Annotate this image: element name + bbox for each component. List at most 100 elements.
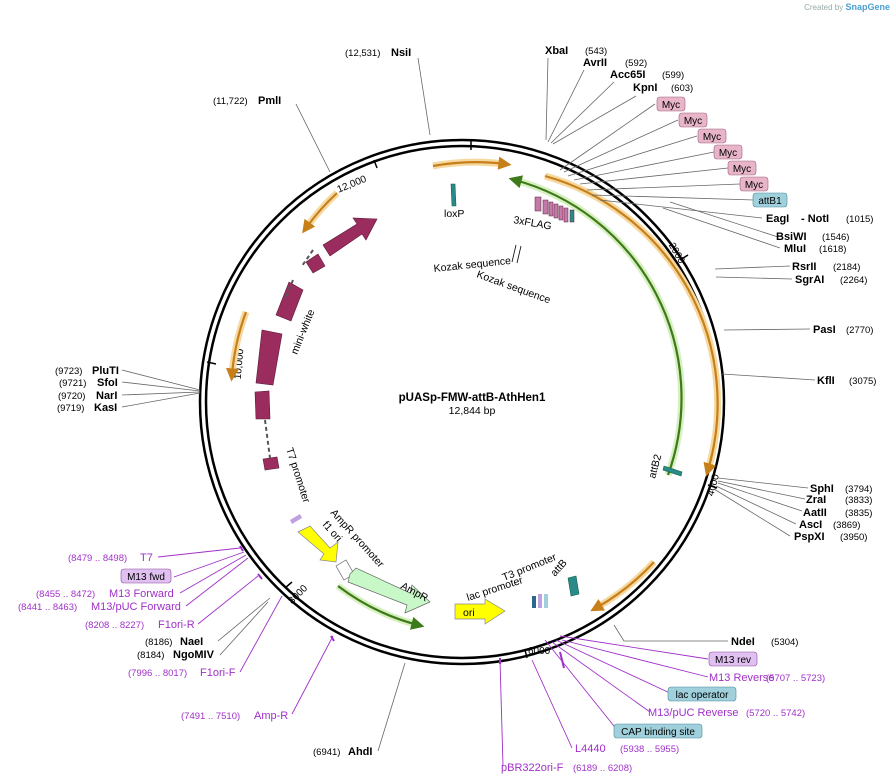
primer-m13-forward-pos: (8455 .. 8472) <box>36 589 95 600</box>
enzyme-ndei-pos: (5304) <box>771 637 798 648</box>
primer-m13-forward: M13 Forward <box>109 588 174 600</box>
ampr-arrow <box>347 567 431 614</box>
enzyme-bsiwi: BsiWI <box>776 231 807 243</box>
arc-top <box>432 156 512 170</box>
enzyme-aatii-pos: (3835) <box>845 508 872 519</box>
enzyme-sfoi: SfoI <box>97 377 118 389</box>
enzyme-kpni-pos: (603) <box>671 83 693 94</box>
tag-m13-rev: M13 rev <box>715 655 751 666</box>
enzyme-nsii-pos: (12,531) <box>345 48 380 59</box>
tag-myc-2: Myc <box>684 116 702 127</box>
enzyme-nari-pos: (9720) <box>58 391 85 402</box>
enzyme-pmli-pos: (11,722) <box>213 96 248 107</box>
credit-brand: SnapGene <box>845 2 890 12</box>
arc-left2 <box>225 311 248 382</box>
enzyme-kfli: KflI <box>817 375 835 387</box>
enzyme-xbai-pos: (543) <box>585 46 607 57</box>
tag-myc-4: Myc <box>719 148 737 159</box>
enzyme-noti: - NotI <box>801 213 829 225</box>
enzyme-pasi: PasI <box>813 324 836 336</box>
flag-features <box>534 196 575 223</box>
mini-white-arrow <box>322 217 378 257</box>
enzyme-xbai: XbaI <box>545 45 568 57</box>
arc-right <box>544 174 719 477</box>
arc-bottom-glow <box>594 559 657 612</box>
enzyme-pluti-pos: (9723) <box>55 366 82 377</box>
enzyme-acc65i: Acc65I <box>610 69 645 81</box>
arc-bottom <box>590 561 655 612</box>
credit-prefix: Created by <box>804 3 844 12</box>
tag-boxes: Myc Myc Myc Myc Myc Myc attB1 M13 fwd M1… <box>120 96 788 739</box>
enzyme-eagi: EagI <box>766 213 789 225</box>
primer-pbr322ori-f: pBR322ori-F <box>501 762 564 774</box>
enzyme-ndei: NdeI <box>731 636 755 648</box>
enzyme-pspxi-pos: (3950) <box>840 532 867 543</box>
arc-amp <box>337 585 425 630</box>
enzyme-rsrii: RsrII <box>792 261 816 273</box>
enzyme-pspxi: PspXI <box>794 531 825 543</box>
feature-t3-promoter: T3 promoter <box>501 551 559 584</box>
enzyme-sfoi-pos: (9721) <box>59 378 86 389</box>
primer-t7-pos: (8479 .. 8498) <box>68 553 127 564</box>
enzyme-naei-pos: (8186) <box>145 637 172 648</box>
feature-ori: ori <box>463 607 475 619</box>
enzyme-noti-pos: (1015) <box>846 214 873 225</box>
mini-white-introns <box>264 249 314 459</box>
enzyme-sphi: SphI <box>810 483 834 495</box>
primer-f1ori-f: F1ori-F <box>200 667 236 679</box>
feature-kozak-2: Kozak sequence <box>475 269 552 307</box>
ampr-promoter-arrow <box>297 525 339 563</box>
enzyme-asci: AscI <box>799 519 822 531</box>
primer-m13-puc-forward: M13/pUC Forward <box>91 601 181 613</box>
enzyme-kasi-pos: (9719) <box>57 403 84 414</box>
tag-myc-5: Myc <box>733 164 751 175</box>
feature-loxP: loxP <box>444 208 464 220</box>
enzyme-zrai: ZraI <box>806 494 826 506</box>
primer-l4440: L4440 <box>575 743 606 755</box>
tag-cap-binding-site: CAP binding site <box>621 727 695 738</box>
tick-marks <box>206 140 718 659</box>
feature-t7-promoter: T7 promoter <box>283 446 312 505</box>
arc-green <box>508 175 683 476</box>
primer-m13-reverse: M13 Reverse <box>709 672 774 684</box>
primer-m13-puc-reverse-pos: (5720 .. 5742) <box>746 708 805 719</box>
primer-t7: T7 <box>140 552 153 564</box>
primer-pbr322ori-f-pos: (6189 .. 6208) <box>573 763 632 774</box>
enzyme-leaders <box>121 57 816 752</box>
feature-arcs <box>225 156 722 630</box>
primer-f1ori-r: F1ori-R <box>158 619 195 631</box>
enzyme-ngomiv-pos: (8184) <box>137 650 164 661</box>
tag-myc-6: Myc <box>745 180 763 191</box>
mini-white-seg6 <box>262 456 280 471</box>
enzyme-avrii-pos: (592) <box>625 58 647 69</box>
enzyme-kasi: KasI <box>94 402 117 414</box>
primer-amp-r-pos: (7491 .. 7510) <box>181 711 240 722</box>
mini-white-gene <box>254 217 378 471</box>
enzyme-asci-pos: (3869) <box>833 520 860 531</box>
tag-myc-1: Myc <box>662 100 680 111</box>
enzyme-aatii: AatII <box>803 507 827 519</box>
feature-kozak-1: Kozak sequence <box>433 255 512 275</box>
enzyme-kfli-pos: (3075) <box>849 376 876 387</box>
enzyme-kpni: KpnI <box>633 82 657 94</box>
enzyme-ahdi-pos: (6941) <box>313 747 340 758</box>
enzyme-mlui-pos: (1618) <box>819 244 846 255</box>
mini-white-seg3 <box>275 281 304 322</box>
primer-m13-reverse-pos: (5707 .. 5723) <box>766 673 825 684</box>
feature-attb2: attB2 <box>646 453 664 480</box>
enzyme-pasi-pos: (2770) <box>846 325 873 336</box>
attB-mark <box>567 575 580 597</box>
loxP-mark <box>450 183 457 207</box>
tag-lac-operator: lac operator <box>676 690 729 701</box>
enzyme-rsrii-pos: (2184) <box>833 262 860 273</box>
snapgene-credit: Created by SnapGene <box>804 2 890 12</box>
primer-m13-puc-forward-pos: (8441 .. 8463) <box>18 602 77 613</box>
feature-3xflag: 3xFLAG <box>512 214 552 233</box>
enzyme-nsii: NsiI <box>391 47 411 59</box>
t7-promoter-mark <box>290 514 302 524</box>
mini-white-seg5 <box>254 390 271 420</box>
tag-attb1: attB1 <box>758 196 782 207</box>
enzyme-naei: NaeI <box>180 636 203 648</box>
primer-ring-marks <box>239 545 565 669</box>
